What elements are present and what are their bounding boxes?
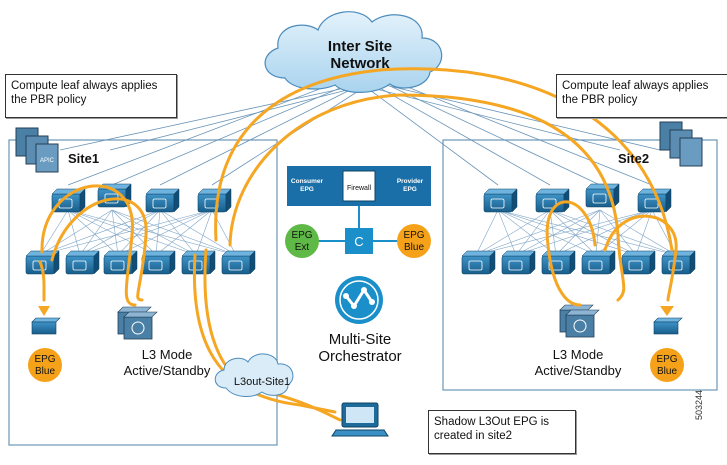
site1-endpoint-server: [31, 317, 61, 335]
orchestrator-label: Multi-Site Orchestrator: [290, 331, 430, 365]
site1-firewall-mode: L3 Mode Active/Standby: [97, 347, 237, 379]
provider-epg-line2: EPG: [403, 186, 417, 193]
site1-fabric-links: [39, 209, 237, 256]
fw-mode-right-line2: Active/Standby: [534, 363, 622, 378]
site1-epg-blue: EPG Blue: [28, 348, 62, 382]
callout-left-line2: the PBR policy: [11, 94, 87, 106]
epg-blue-line1: EPG: [656, 354, 677, 365]
consumer-epg-line1: Consumer: [291, 178, 324, 185]
callout-left: Compute leaf always applies the PBR poli…: [5, 74, 177, 118]
figure-id: 503244: [694, 389, 704, 420]
service-graph-panel: Consumer EPG Firewall Provider EPG EPG E…: [285, 166, 431, 258]
isn-label-line2: Network: [330, 55, 390, 72]
site2-fabric-links: [475, 209, 677, 256]
l3out-cloud: [214, 353, 294, 397]
provider-epg-line1: Provider: [397, 178, 424, 185]
fw-mode-left-line2: Active/Standby: [123, 363, 211, 378]
site2-endpoint-server: [653, 317, 683, 335]
fw-mode-right-line1: L3 Mode: [552, 347, 604, 362]
l3out-label: L3out-Site1: [233, 376, 291, 388]
callout-right-line2: the PBR policy: [562, 94, 638, 106]
site2-apic-cluster: [659, 121, 703, 167]
apic-label: APIC: [40, 158, 55, 164]
callout-right: Compute leaf always applies the PBR poli…: [556, 74, 727, 118]
site1-firewall-cluster: [117, 306, 158, 340]
orchestrator-icon: [335, 276, 383, 324]
isn-label-line1: Inter Site: [327, 38, 393, 55]
site2-leaves: [461, 250, 696, 275]
site2-firewall-mode: L3 Mode Active/Standby: [508, 347, 648, 379]
orchestrator-line2: Orchestrator: [318, 348, 402, 365]
epg-blue-line2: Blue: [35, 366, 55, 377]
inter-site-network-cloud: [264, 11, 443, 93]
laptop-icon: [331, 402, 389, 437]
firewall-label: Firewall: [347, 185, 372, 192]
fw-mode-left-line1: L3 Mode: [141, 347, 193, 362]
callout-shadow-l3out: Shadow L3Out EPG is created in site2: [428, 410, 576, 454]
consumer-epg-line2: EPG: [300, 186, 314, 193]
site2-firewall-cluster: [559, 304, 600, 338]
epg-blue-line2: Blue: [657, 366, 677, 377]
callout-right-line1: Compute leaf always applies: [562, 80, 709, 92]
isn-label: Inter Site Network: [305, 38, 415, 72]
path-arrowheads: [38, 306, 674, 316]
site1-label: Site1: [68, 151, 100, 166]
site2-label: Site2: [618, 151, 650, 166]
site2-epg-blue: EPG Blue: [650, 348, 684, 382]
epg-blue-line1: EPG: [34, 354, 55, 365]
site1-apic-cluster: APIC: [15, 127, 59, 173]
epg-ext-line2: Ext: [295, 242, 310, 253]
orchestrator-line1: Multi-Site: [328, 331, 392, 348]
contract-epg-blue-line1: EPG: [403, 230, 424, 241]
site1-frame: [8, 139, 278, 446]
contract-epg-blue-line2: Blue: [404, 242, 424, 253]
epg-ext-line1: EPG: [291, 230, 312, 241]
callout-bottom-line1: Shadow L3Out EPG is: [434, 416, 550, 428]
callout-bottom-line2: created in site2: [434, 430, 512, 442]
callout-left-line1: Compute leaf always applies: [11, 80, 158, 92]
contract-letter: C: [354, 234, 363, 249]
